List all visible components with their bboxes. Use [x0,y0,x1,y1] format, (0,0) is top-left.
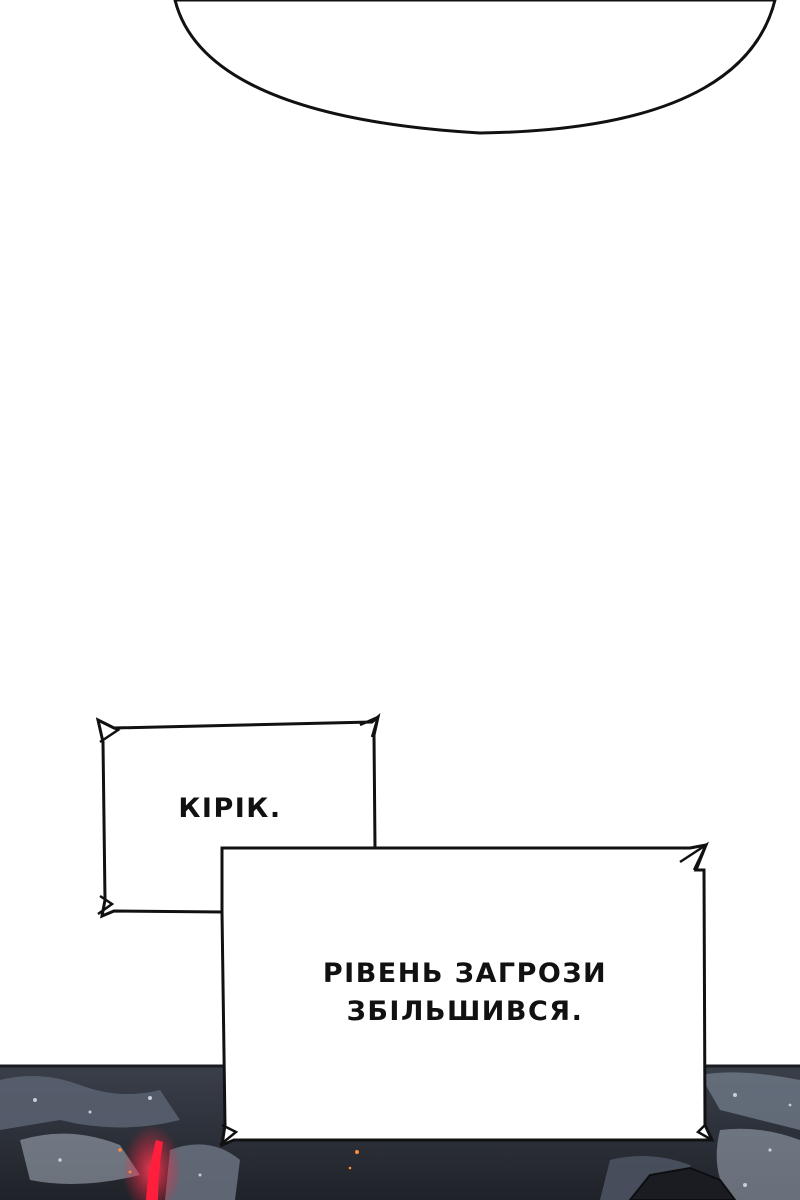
notch-top-left [99,720,121,744]
notch-mid-left [97,894,115,916]
caption-1-text: КІРІК. [178,793,282,824]
notch-box2-bottom-left [219,1123,239,1146]
caption-2-line-2: ЗБІЛЬШИВСЯ. [346,996,584,1027]
caption-seam-cover [223,849,374,911]
notch-top-right [359,714,380,738]
caption-2-text: РІВЕНЬ ЗАГРОЗИ ЗБІЛЬШИВСЯ. [250,955,680,1031]
red-energy-streak [122,1125,182,1200]
rubble-patches [0,1072,800,1200]
debris-specks [33,1093,792,1187]
embers [118,1148,359,1174]
notch-box2-top-right [679,841,710,871]
caption-2-line-1: РІВЕНЬ ЗАГРОЗИ [322,958,608,989]
notch-box2-bottom-right [695,1124,713,1142]
dark-silhouette [628,1166,737,1200]
